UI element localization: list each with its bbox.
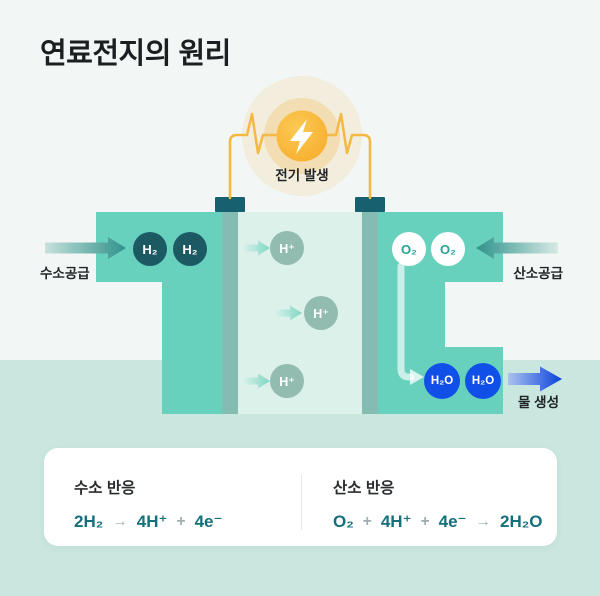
electrode-cap-left bbox=[215, 197, 245, 212]
formula-token: → bbox=[475, 513, 492, 530]
hydrogen-reaction-title: 수소 반응 bbox=[74, 480, 136, 497]
o2-to-water-arrow bbox=[397, 262, 424, 385]
water-out-label: 물 생성 bbox=[517, 395, 559, 410]
formula-token: → bbox=[112, 513, 128, 530]
hydrogen-reaction: 수소 반응 2H₂ → 4H⁺ + 4e⁻ bbox=[74, 476, 222, 532]
formula-token: 4e⁻ bbox=[438, 512, 467, 531]
molecule-hplus-3: H⁺ bbox=[270, 364, 304, 398]
hydrogen-supply-arrow bbox=[45, 237, 126, 259]
electricity-label: 전기 발생 bbox=[275, 168, 329, 183]
lightning-badge bbox=[276, 110, 328, 162]
formula-token: O₂ bbox=[333, 512, 354, 531]
molecule-o2-1: O₂ bbox=[392, 232, 426, 266]
molecule-label: H⁺ bbox=[279, 374, 295, 389]
molecule-label: O₂ bbox=[440, 241, 456, 257]
page-title: 연료전지의 원리 bbox=[40, 38, 231, 70]
molecule-label: H₂O bbox=[471, 375, 495, 387]
molecule-label: H₂ bbox=[142, 241, 158, 257]
cathode-block bbox=[362, 212, 503, 414]
proton-arrow-1 bbox=[242, 240, 270, 256]
molecule-label: H₂O bbox=[430, 375, 454, 387]
anode-electrode bbox=[222, 212, 238, 414]
card-divider bbox=[301, 474, 302, 530]
cathode-electrode bbox=[362, 212, 378, 414]
lightning-icon bbox=[290, 119, 313, 154]
formula-token: + bbox=[420, 513, 430, 530]
formula-token: + bbox=[362, 513, 372, 530]
oxygen-supply-arrow bbox=[476, 237, 558, 259]
formula-token: 2H₂ bbox=[74, 512, 104, 531]
water-out-arrow bbox=[508, 366, 562, 392]
molecule-o2-2: O₂ bbox=[431, 232, 465, 266]
formula-token: 4H⁺ bbox=[380, 512, 412, 531]
oxygen-supply-label: 산소공급 bbox=[513, 266, 563, 281]
molecule-label: H⁺ bbox=[279, 241, 295, 256]
proton-arrow-3 bbox=[242, 373, 270, 389]
molecule-h2o-1: H₂O bbox=[424, 363, 460, 399]
proton-arrow-2 bbox=[274, 305, 302, 321]
formula-token: + bbox=[176, 513, 186, 530]
molecule-h2-1: H₂ bbox=[133, 232, 167, 266]
formula-token: 4H⁺ bbox=[136, 512, 168, 531]
oxygen-reaction: 산소 반응 O₂ + 4H⁺ + 4e⁻ → 2H₂O bbox=[333, 476, 543, 532]
oxygen-reaction-title: 산소 반응 bbox=[333, 480, 395, 497]
molecule-hplus-2: H⁺ bbox=[304, 296, 338, 330]
hydrogen-supply-label: 수소공급 bbox=[40, 266, 90, 281]
molecule-label: O₂ bbox=[401, 241, 417, 257]
oxygen-reaction-formula: O₂ + 4H⁺ + 4e⁻ → 2H₂O bbox=[333, 512, 543, 532]
anode-block bbox=[96, 212, 238, 414]
molecule-h2o-2: H₂O bbox=[465, 363, 501, 399]
formula-token: 4e⁻ bbox=[194, 512, 223, 531]
molecule-h2-2: H₂ bbox=[173, 232, 207, 266]
hydrogen-reaction-formula: 2H₂ → 4H⁺ + 4e⁻ bbox=[74, 512, 222, 532]
molecule-hplus-1: H⁺ bbox=[270, 231, 304, 265]
reaction-card: 수소 반응 2H₂ → 4H⁺ + 4e⁻ 산소 반응 O₂ + 4H⁺ + 4… bbox=[44, 448, 557, 546]
molecule-label: H₂ bbox=[182, 241, 198, 257]
electrode-cap-right bbox=[355, 197, 385, 212]
formula-token: 2H₂O bbox=[500, 512, 543, 531]
molecule-label: H⁺ bbox=[313, 306, 329, 321]
